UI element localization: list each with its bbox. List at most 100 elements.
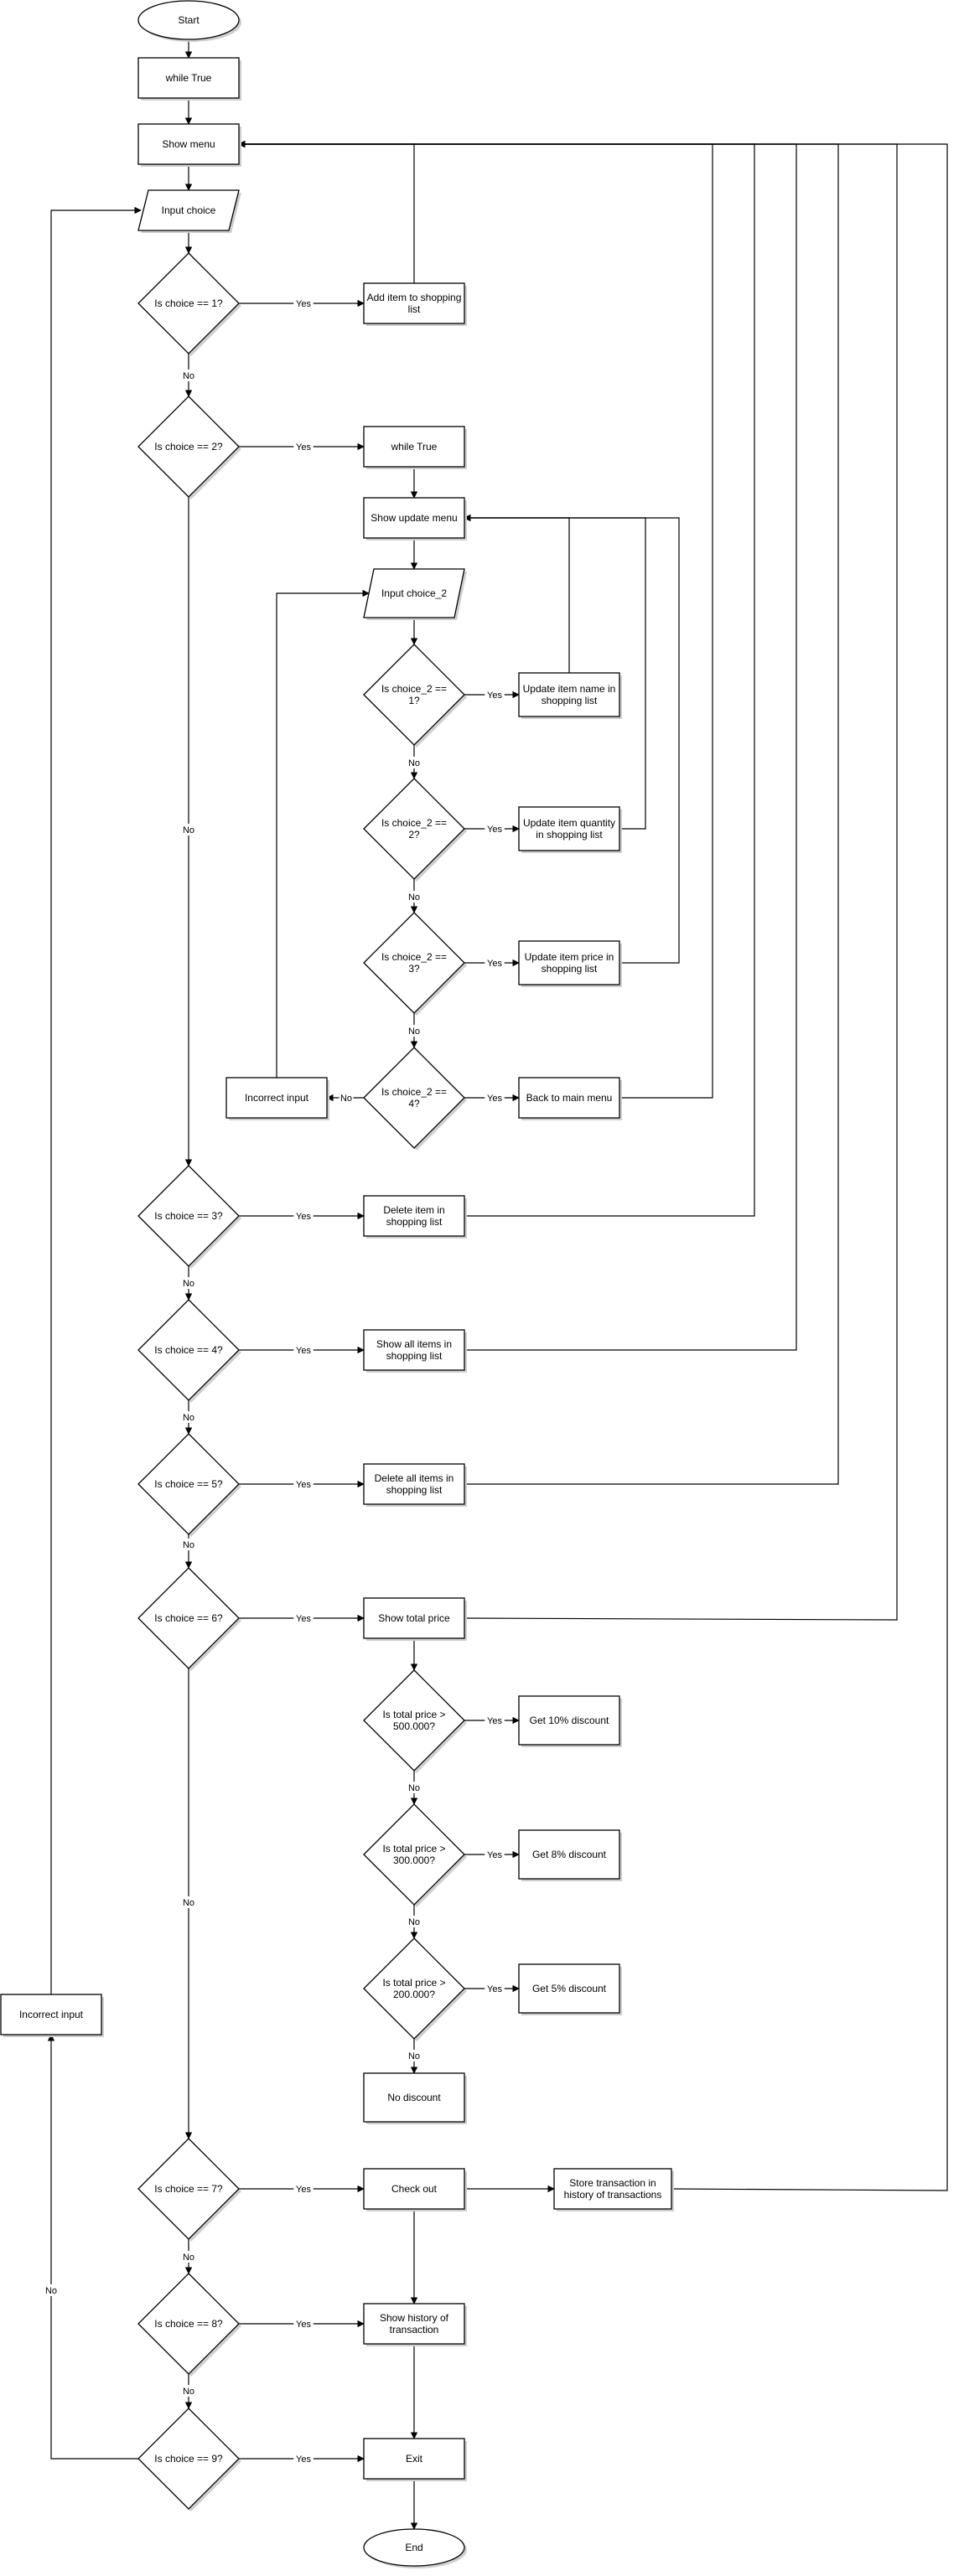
node-label: Exit <box>406 2453 423 2465</box>
node-label-line: No discount <box>387 2092 441 2103</box>
node-label-line: Delete item in <box>383 1204 444 1216</box>
node-label-line: Show total price <box>378 1612 450 1624</box>
node-label-line: Is choice == 1? <box>154 297 223 309</box>
node-end-ellipse: End <box>363 2528 467 2568</box>
input-parallelogram <box>137 189 240 231</box>
node-label: Is total price >300.000? <box>382 1843 445 1866</box>
edge-del-to-menu <box>238 140 755 1217</box>
process-box <box>518 1077 620 1119</box>
edge-c9-to-inc1 <box>47 2034 138 2460</box>
edge-upprice-to-umenu <box>464 514 680 964</box>
edge-inc2-to-input2 <box>276 589 370 1078</box>
edge-upname-to-umenu <box>464 514 570 673</box>
node-t1-diamond: Is total price >500.000? <box>363 1669 467 1773</box>
edge-label-t2-to-t3: No <box>407 1916 422 1927</box>
process-box <box>363 1195 465 1237</box>
node-umenu-rect: Show update menu <box>363 497 467 541</box>
node-inc2-rect: Incorrect input <box>225 1077 329 1120</box>
node-c1-diamond: Is choice == 1? <box>137 252 241 356</box>
node-label-line: Is choice == 4? <box>154 1344 223 1356</box>
edge-label-text: Yes <box>487 1716 502 1726</box>
edge-label-text: No <box>340 1094 352 1104</box>
node-label-line: Delete all items in <box>375 1472 454 1484</box>
edge-label-background <box>181 1277 196 1289</box>
node-label: Is choice_2 ==2? <box>381 817 447 841</box>
node-d1-diamond: Is choice_2 ==1? <box>363 644 467 747</box>
node-label-line: Incorrect input <box>19 2009 84 2020</box>
edge-label-d2-to-upqty: Yes <box>485 823 505 835</box>
edge-label-text: Yes <box>296 2320 311 2330</box>
edge-label-text: Yes <box>296 1346 311 1356</box>
node-label-line: Is total price > <box>382 1709 445 1720</box>
edge-label-c4-to-showall: Yes <box>293 1344 314 1356</box>
edge-label-c2-to-c3: No <box>181 824 196 835</box>
edge-label-text: Yes <box>487 825 502 835</box>
edge-label-background <box>407 2050 422 2061</box>
node-label: Is choice == 3? <box>154 1210 223 1222</box>
edge-label-d2-to-d3: No <box>407 891 422 903</box>
node-label: Is choice == 4? <box>154 1344 223 1356</box>
node-label-line: Show all items in <box>376 1338 452 1350</box>
node-exit-rect: Exit <box>363 2438 467 2481</box>
node-label: Is choice == 6? <box>154 1612 223 1624</box>
node-label-line: Is choice == 3? <box>154 1210 223 1222</box>
node-label-line: 1? <box>408 695 420 706</box>
node-input-parallelogram: Input choice <box>137 189 241 233</box>
decision-diamond <box>363 1669 465 1772</box>
edge-label-d3-to-upprice: Yes <box>485 957 505 969</box>
node-label-line: Is choice == 9? <box>154 2453 223 2465</box>
edge-label-background <box>44 2284 59 2296</box>
edge-label-c9-to-inc1: No <box>44 2284 59 2296</box>
edge-label-text: Yes <box>296 1614 311 1624</box>
edge-label-text: No <box>183 825 194 835</box>
edge-label-c7-to-c8: No <box>181 2251 196 2263</box>
node-label-line: Is choice == 2? <box>154 441 223 453</box>
edge-labels-layer: YesNoYesNoYesNoYesNoYesNoYesNoYesNoYesNo… <box>44 297 505 2465</box>
node-label-line: Update item quantity <box>523 817 615 829</box>
node-label-line: Is total price > <box>382 1977 445 1989</box>
node-label-line: Is choice == 5? <box>154 1478 223 1490</box>
node-c8-diamond: Is choice == 8? <box>137 2273 241 2377</box>
edge-label-background <box>293 297 314 309</box>
decision-diamond <box>137 396 240 498</box>
node-label-line: shopping list <box>542 963 598 975</box>
decision-diamond <box>137 1567 240 1669</box>
edge-label-text: No <box>408 2051 420 2061</box>
node-label-line: 300.000? <box>393 1854 435 1866</box>
edge-label-background <box>407 1916 422 1927</box>
node-total-rect: Show total price <box>363 1597 467 1641</box>
process-box <box>137 123 240 165</box>
input-parallelogram <box>363 568 465 618</box>
node-c5-diamond: Is choice == 5? <box>137 1433 241 1537</box>
node-label-line: transaction <box>390 2324 439 2335</box>
edge-label-c2-to-while2: Yes <box>293 441 314 453</box>
node-label: Incorrect input <box>245 1092 309 1104</box>
edge-label-text: No <box>408 1917 420 1927</box>
edge-label-text: No <box>408 758 420 768</box>
edge-label-text: Yes <box>296 442 311 453</box>
node-while2-rect: while True <box>363 426 467 469</box>
node-d3-diamond: Is choice_2 ==3? <box>363 912 467 1016</box>
process-box <box>363 2438 465 2480</box>
node-label-line: Update item name in <box>523 683 616 695</box>
process-box <box>363 1597 465 1639</box>
edge-label-background <box>293 1344 314 1356</box>
edge-label-c4-to-c5: No <box>181 1411 196 1423</box>
decision-diamond <box>137 2138 240 2240</box>
node-label-line: shopping list <box>542 695 598 706</box>
process-box <box>0 1994 102 2035</box>
node-label-line: Add item to shopping <box>367 292 462 303</box>
edge-label-background <box>407 891 422 903</box>
decision-diamond <box>137 2273 240 2375</box>
edge-label-c1-to-c2: No <box>181 370 196 381</box>
node-label-line: Get 10% discount <box>530 1715 609 1726</box>
node-c9-diamond: Is choice == 9? <box>137 2408 241 2511</box>
